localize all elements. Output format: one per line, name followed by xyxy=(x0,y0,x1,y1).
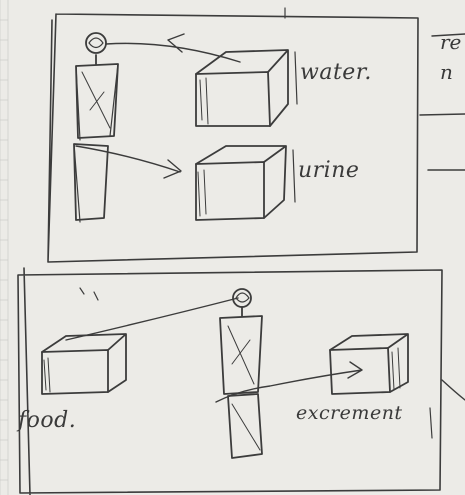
label-excrement: excrement xyxy=(296,402,403,424)
margin-note-1: re xyxy=(440,30,461,54)
arrow-food-to-person xyxy=(66,298,238,340)
excrement-cube xyxy=(330,334,408,394)
corner-curve xyxy=(442,380,465,400)
label-food: food. xyxy=(18,408,76,433)
person-figure-top xyxy=(74,33,118,222)
tick-marks xyxy=(80,288,98,300)
margin-strokes xyxy=(420,34,465,170)
water-bracket xyxy=(295,52,297,104)
person-figure-bottom xyxy=(220,289,262,458)
urine-bracket xyxy=(293,150,295,202)
grid-margin xyxy=(0,0,8,495)
label-water: water. xyxy=(300,60,372,85)
water-cube xyxy=(196,50,288,126)
food-cube xyxy=(42,334,126,394)
label-urine: urine xyxy=(298,158,359,183)
arrow-water-to-person xyxy=(106,34,240,62)
urine-cube xyxy=(196,146,286,220)
excrement-bracket xyxy=(430,408,432,438)
bottom-panel-frame xyxy=(18,268,442,495)
arrow-person-to-urine xyxy=(76,146,181,178)
margin-note-2: n xyxy=(440,60,453,84)
